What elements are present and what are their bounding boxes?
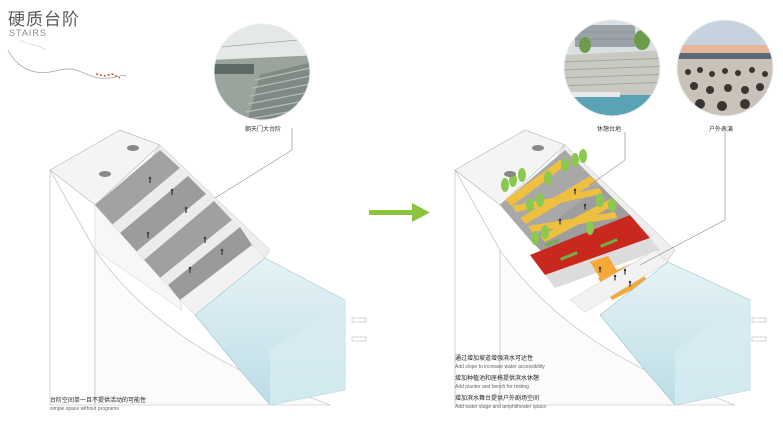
left-caption: 台阶空间单一且不提供活动的可能性 simple space without pr…	[50, 397, 146, 413]
left-section-diagram	[49, 128, 367, 406]
level-tag	[751, 317, 767, 323]
yellow-ramps	[505, 160, 617, 242]
right-caption-3-en: Add water stage and amphitheater space	[455, 404, 547, 410]
right-water	[599, 261, 751, 406]
level-tag	[351, 336, 367, 342]
left-steps	[95, 150, 252, 300]
level-tag	[751, 336, 767, 342]
leader-line	[639, 132, 726, 266]
left-caption-en: simple space without programs	[50, 406, 119, 412]
car-icon	[532, 145, 544, 151]
right-caption-1-en: Add slope to increase water accessibilit…	[455, 364, 545, 370]
photo-rest-terrace	[564, 20, 660, 116]
right-caption-3-zh: 增加滨水舞台提供户外剧场空间	[455, 395, 540, 402]
photo-label-rest-terrace: 休憩台地	[597, 126, 622, 133]
right-caption-1: 通过增加坡道增强滨水可达性 Add slope to increase wate…	[455, 355, 545, 371]
leader-line	[589, 132, 626, 186]
right-caption-2-zh: 增加种植池和座椅提供滨水休憩	[455, 375, 540, 382]
left-caption-zh: 台阶空间单一且不提供活动的可能性	[50, 397, 147, 404]
transform-arrow-icon	[369, 203, 430, 222]
car-icon	[127, 145, 139, 151]
right-caption-3: 增加滨水舞台提供户外剧场空间 Add water stage and amphi…	[455, 395, 546, 411]
left-people	[146, 176, 224, 273]
planter-bench-band	[530, 215, 650, 275]
page-title: 硬质台阶	[8, 10, 80, 30]
photo-outdoor-performance	[677, 20, 773, 116]
right-caption-1-zh: 通过增加坡道增强滨水可达性	[455, 355, 534, 362]
right-caption-2: 增加种植池和座椅提供滨水休憩 Add planter and bench for…	[455, 375, 539, 391]
leader-line	[214, 128, 293, 199]
level-tag	[351, 317, 367, 323]
car-icon	[504, 171, 516, 177]
left-water	[194, 257, 346, 406]
photo-chaotianmen-stairs	[214, 24, 310, 120]
photo-label-outdoor-performance: 户外表演	[709, 126, 734, 133]
car-icon	[99, 171, 111, 177]
page-subtitle: STAIRS	[9, 28, 47, 38]
planter-strips	[545, 238, 618, 261]
right-caption-2-en: Add planter and bench for resting	[455, 384, 529, 390]
location-map-sketch	[7, 39, 127, 79]
trees	[501, 149, 616, 245]
photo-label-chaotianmen: 朝天门大台阶	[245, 126, 282, 133]
right-section-diagram	[454, 129, 767, 406]
right-people	[558, 188, 632, 287]
